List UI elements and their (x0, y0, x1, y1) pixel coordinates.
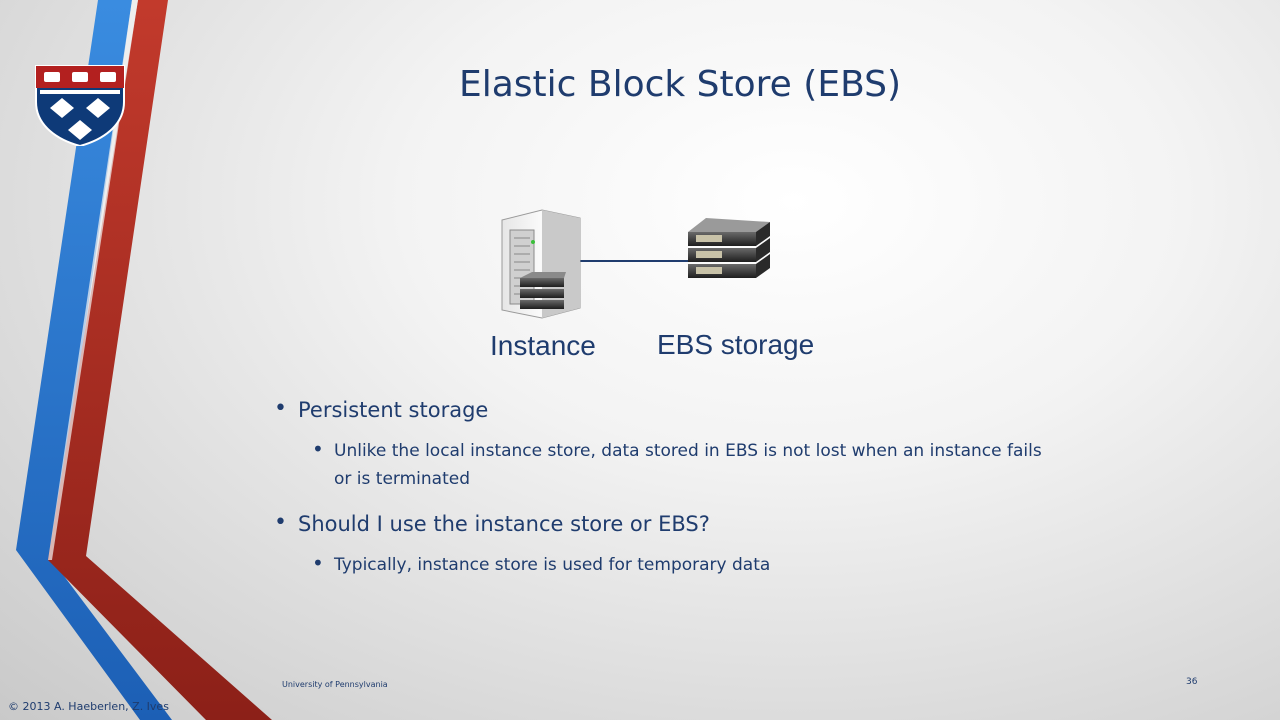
ebs-disk-stack-icon (688, 218, 770, 278)
sub-bullet-item: Typically, instance store is used for te… (310, 549, 1050, 579)
page-number: 36 (1186, 677, 1198, 687)
blue-stripe (16, 0, 172, 720)
server-icon (501, 209, 581, 319)
ebs-diagram (501, 209, 770, 319)
university-crest-icon (35, 65, 125, 146)
red-stripe (48, 0, 272, 720)
ebs-storage-label: EBS storage (657, 329, 815, 360)
sub-bullet-item: Unlike the local instance store, data st… (310, 435, 1050, 493)
copyright-notice: © 2013 A. Haeberlen, Z. Ives (8, 700, 169, 713)
footer-institution: University of Pennsylvania (282, 680, 388, 689)
slide-title: Elastic Block Store (EBS) (458, 64, 902, 105)
bullet-list: Persistent storage Unlike the local inst… (270, 394, 1050, 595)
instance-label: Instance (490, 330, 596, 361)
bullet-item: Persistent storage (270, 394, 1050, 425)
bullet-item: Should I use the instance store or EBS? (270, 508, 1050, 539)
